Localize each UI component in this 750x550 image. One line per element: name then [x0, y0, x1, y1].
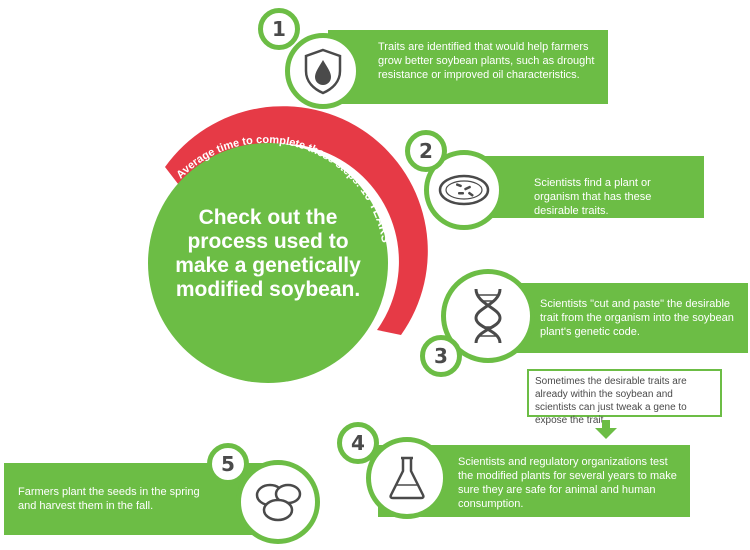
step-3-box: Scientists "cut and paste" the desirable… [494, 283, 748, 353]
cell-organism-icon [438, 174, 490, 206]
note-box: Sometimes the desirable traits are alrea… [527, 369, 722, 426]
oil-drop-shield-icon [304, 48, 342, 95]
down-arrow-icon [595, 420, 617, 439]
step-4-number: 4 [337, 422, 379, 464]
step-1-box: Traits are identified that would help fa… [328, 30, 608, 104]
step-5-number: 5 [207, 443, 249, 485]
soybean-seeds-icon [255, 483, 302, 522]
step-4-text: Scientists and regulatory organizations … [458, 456, 677, 510]
step-5-text: Farmers plant the seeds in the spring an… [18, 486, 200, 512]
hero-title: Check out the process used to make a gen… [175, 206, 361, 301]
dna-helix-icon [474, 288, 502, 344]
step-1-number: 1 [258, 8, 300, 50]
step-3-number: 3 [420, 335, 462, 377]
hero-circle [148, 143, 388, 383]
step-5-icon-circle [236, 460, 320, 544]
step-1-text: Traits are identified that would help fa… [378, 41, 595, 81]
step-1-icon-circle [285, 33, 361, 109]
lab-flask-icon [389, 456, 425, 500]
step-4-icon-circle [366, 437, 448, 519]
step-2-number: 2 [405, 130, 447, 172]
red-time-arc [165, 106, 428, 336]
step-3-text: Scientists "cut and paste" the desirable… [540, 298, 734, 338]
step-2-text: Scientists find a plant or organism that… [534, 177, 652, 217]
